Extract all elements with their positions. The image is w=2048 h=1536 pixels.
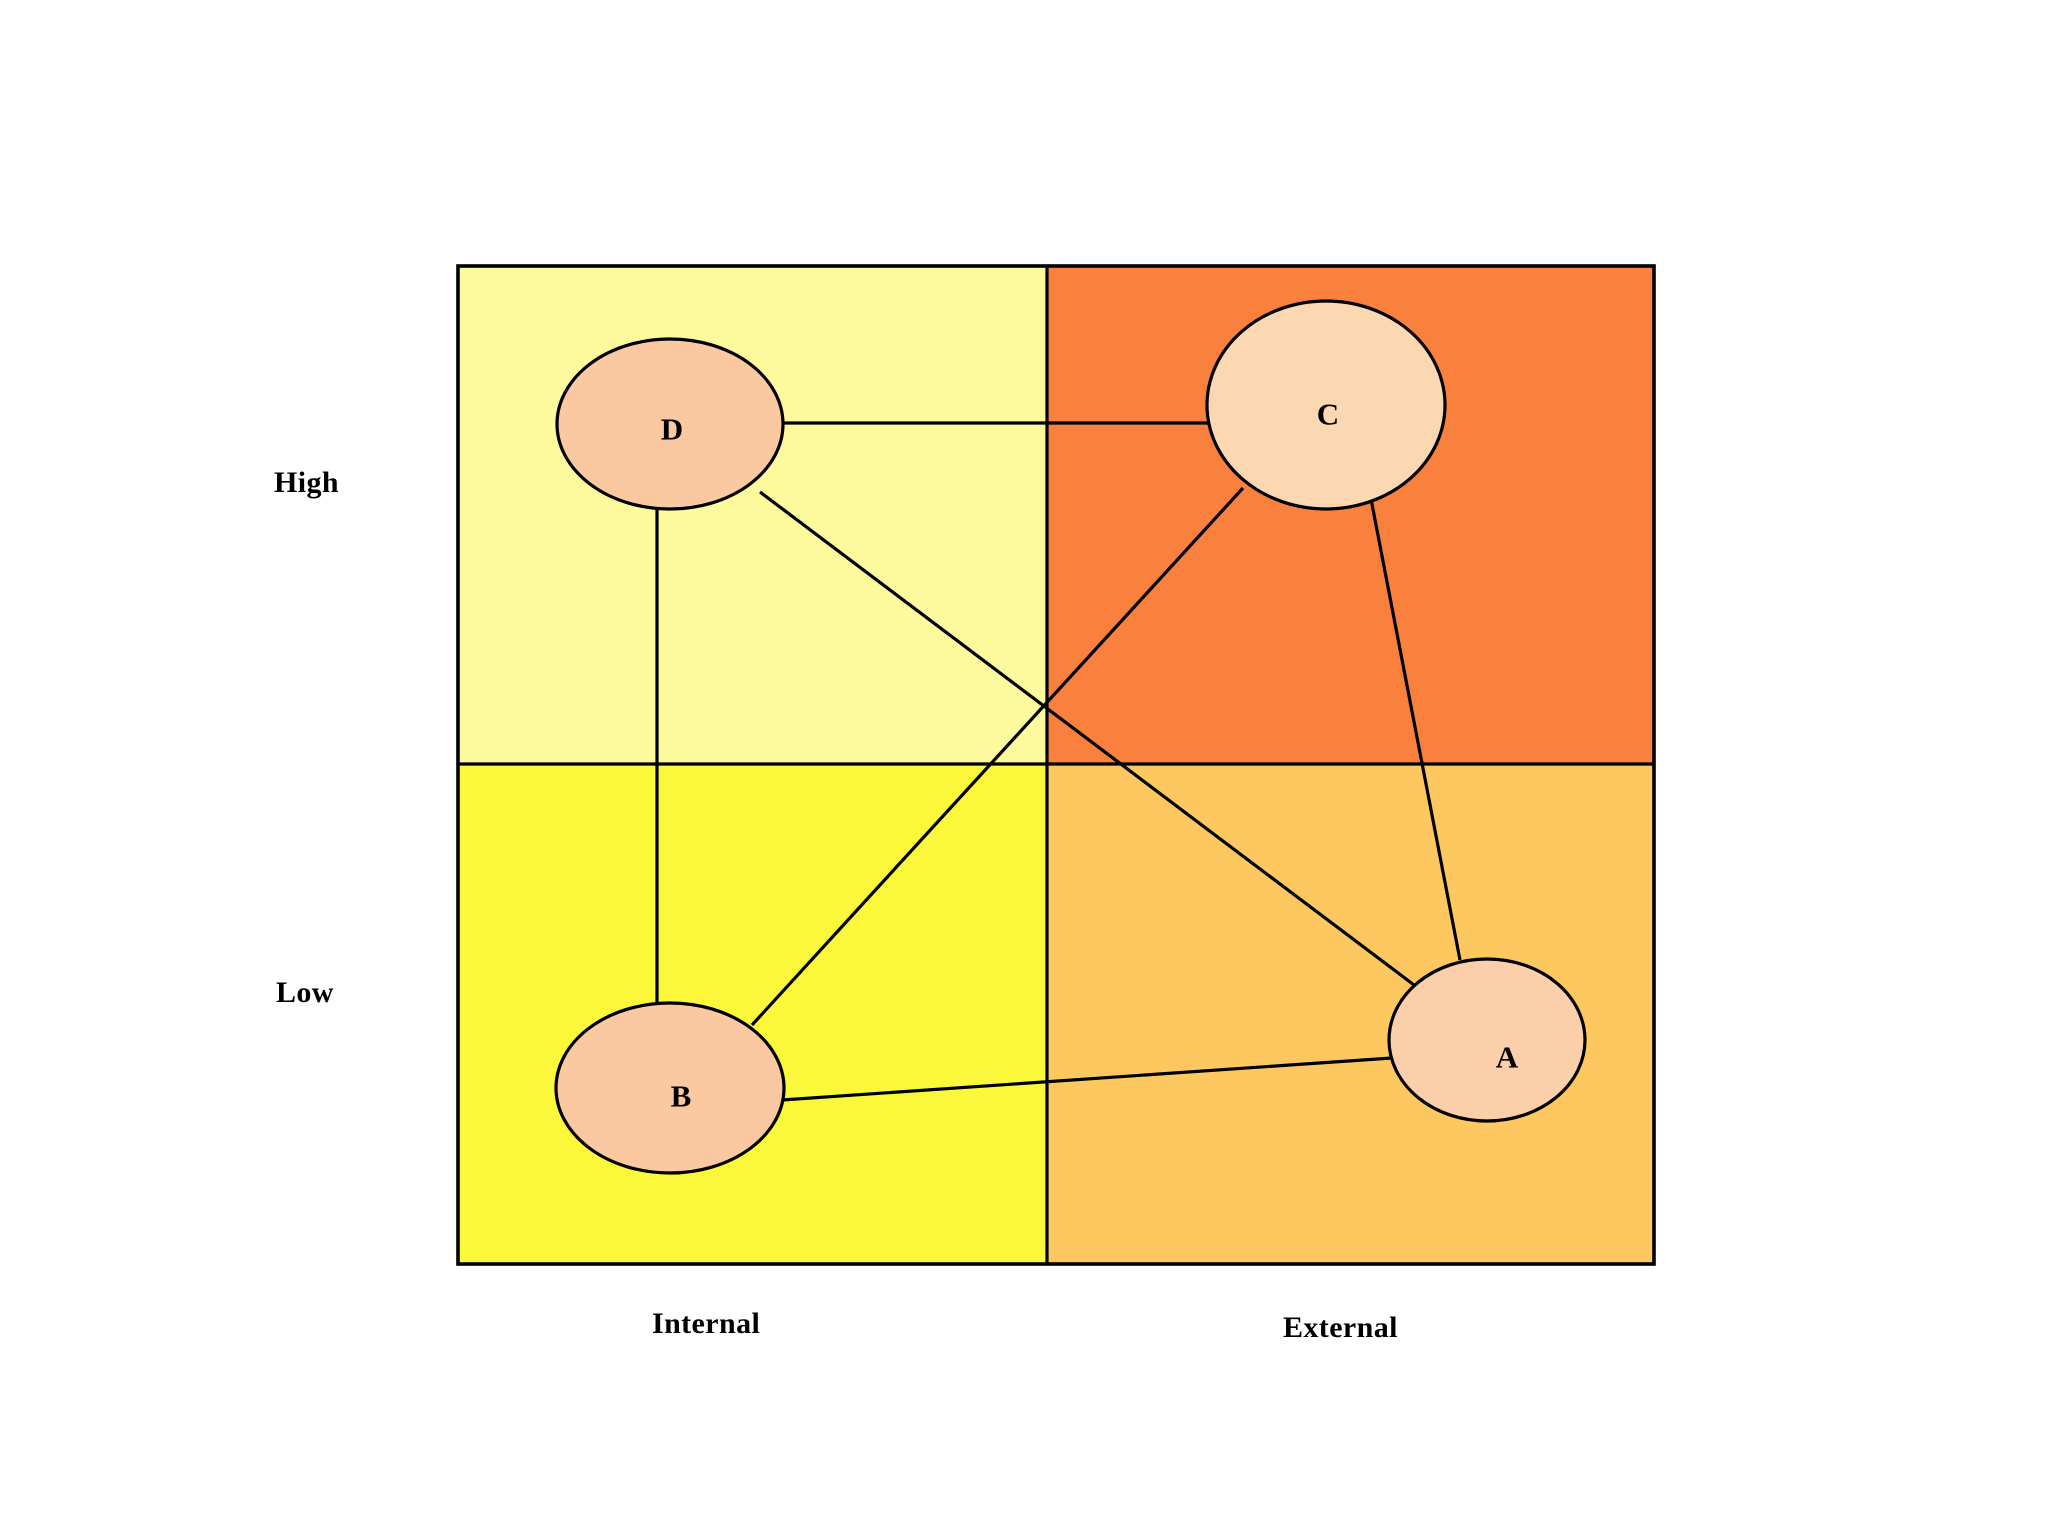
node-C-label: C: [1317, 397, 1339, 432]
node-C-shape[interactable]: [1205, 299, 1447, 511]
edge-D-A: [759, 490, 1419, 990]
node-B-label: B: [671, 1079, 692, 1114]
axis-label-low: Low: [276, 976, 334, 1009]
quadrant-internal-low: [458, 764, 1047, 1264]
node-A-label: A: [1496, 1040, 1519, 1075]
frame-layer: [456, 264, 1656, 1266]
node-D-label: D: [661, 412, 683, 447]
node-B[interactable]: B: [554, 1001, 786, 1175]
edge-C-B: [750, 486, 1245, 1027]
node-A-shape[interactable]: [1387, 957, 1587, 1123]
edge-layer: [655, 421, 1462, 1102]
matrix-frame: [456, 264, 1656, 1266]
node-D[interactable]: D: [555, 337, 785, 511]
quadrant-layer: [458, 266, 1654, 1264]
node-A[interactable]: A: [1387, 957, 1587, 1123]
node-layer: D C B A: [554, 299, 1587, 1175]
edge-B-A: [781, 1056, 1393, 1102]
axis-label-internal: Internal: [652, 1307, 761, 1340]
node-B-shape[interactable]: [554, 1001, 786, 1175]
edge-C-A: [1369, 498, 1462, 961]
node-D-shape[interactable]: [555, 337, 785, 511]
axis-label-high: High: [274, 466, 339, 499]
node-C[interactable]: C: [1205, 299, 1447, 511]
quadrant-internal-high: [458, 266, 1047, 764]
axis-label-external: External: [1283, 1311, 1398, 1344]
